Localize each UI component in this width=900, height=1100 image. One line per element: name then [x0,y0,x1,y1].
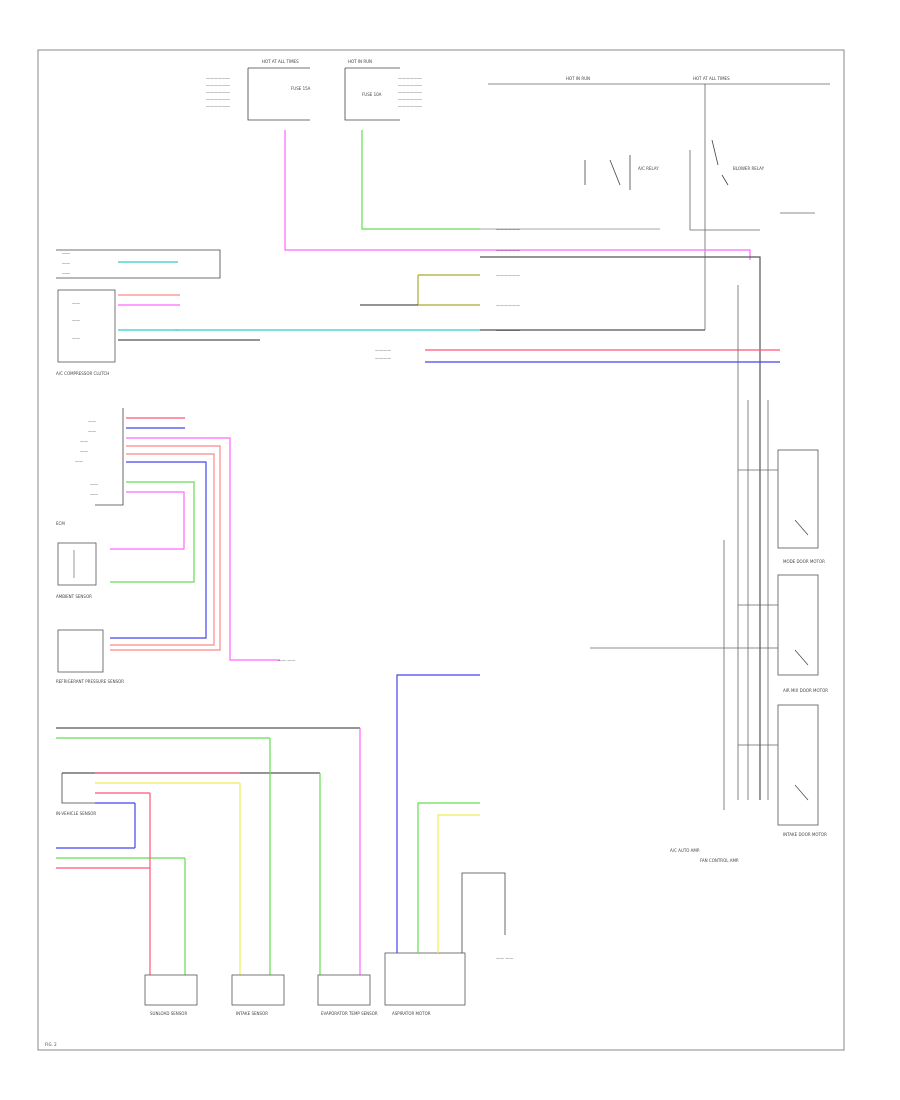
svg-text:——: —— [80,439,88,444]
svg-text:—— ——: —— —— [278,658,295,663]
svg-text:——: —— [72,318,80,323]
svg-text:——————: —————— [206,104,230,109]
ambient-sensor-box [57,542,97,586]
left-mid-connector: —— —— —— —— —— —— —— ECM [56,408,124,526]
left-top-block: —— —— —— —— —— —— A/C COMPRESSOR CLUTCH [56,249,260,376]
sensor-box-2: INTAKE SENSOR [231,974,285,1016]
svg-text:——————: —————— [398,97,422,102]
aspirator-label: ASPIRATOR MOTOR [392,1011,431,1016]
intake-sensor-label: INTAKE SENSOR [236,1011,268,1016]
figure-label: FIG. 2 [45,1042,57,1047]
fuse-label-1: FUSE 15A [291,86,311,91]
ac-relay-label: A/C RELAY [638,166,659,171]
wire-green-top [361,130,480,230]
top-right-bus: HOT IN RUN HOT AT ALL TIMES A/C RELAY BL… [488,76,830,330]
svg-text:——: —— [75,459,83,464]
blower-relay-label: BLOWER RELAY [733,166,765,171]
svg-text:——: —— [72,336,80,341]
wire-pink-top [284,130,751,260]
svg-text:——————: —————— [496,248,520,253]
wire-olive [417,275,480,306]
ac-comp-label: A/C COMPRESSOR CLUTCH [56,371,109,376]
auto-amp-label: A/C AUTO AMP. [670,848,700,853]
svg-text:——————: —————— [398,83,422,88]
svg-text:————: ———— [375,356,391,361]
diagram-frame [37,49,845,1051]
svg-text:——————: —————— [496,328,520,333]
svg-text:————: ———— [375,348,391,353]
ground-label: —— —— [496,956,513,961]
refrig-sensor-box [57,629,104,673]
svg-text:——: —— [88,419,96,424]
svg-text:——————: —————— [206,97,230,102]
wire-blue-mid [110,461,207,639]
wire-black-bus [480,256,761,800]
sensor-box-1: SUNLOAD SENSOR [144,974,198,1016]
hot-label-2: HOT IN RUN [348,59,372,64]
svg-text:——: —— [80,449,88,454]
right-switch-bank: MODE DOOR MOTOR AIR MIX DOOR MOTOR INTAK… [590,285,828,863]
fuse-block-top-left: HOT AT ALL TIMES —————— —————— —————— ——… [206,59,311,121]
svg-text:——————: —————— [398,104,422,109]
svg-text:——: —— [72,301,80,306]
air-mix-label: AIR MIX DOOR MOTOR [783,688,828,693]
svg-text:——————: —————— [496,303,520,308]
svg-text:——————: —————— [206,90,230,95]
svg-text:——: —— [90,482,98,487]
svg-text:——: —— [62,271,70,276]
svg-text:——————: —————— [496,273,520,278]
in-vehicle-label: IN-VEHICLE SENSOR [56,811,96,816]
svg-text:——: —— [88,429,96,434]
wire-blue-aspirator [396,674,480,953]
fuse-label-2: FUSE 10A [362,92,382,97]
svg-text:——: —— [62,261,70,266]
sunload-label: SUNLOAD SENSOR [150,1011,187,1016]
intake-motor-label: INTAKE DOOR MOTOR [783,832,827,837]
svg-text:——————: —————— [206,76,230,81]
wire-pinkred-mid [110,445,221,651]
fan-control-label: FAN CONTROL AMP. [700,858,739,863]
mode-motor-label: MODE DOOR MOTOR [783,559,825,564]
svg-text:——————: —————— [398,76,422,81]
wire-pink-mid [126,437,280,661]
evap-label: EVAPORATOR TEMP SENSOR [321,1011,378,1016]
ambient-label: AMBIENT SENSOR [56,594,92,599]
svg-text:——————: —————— [206,83,230,88]
svg-text:——: —— [62,251,70,256]
refrig-label: REFRIGERANT PRESSURE SENSOR [56,679,124,684]
svg-text:——————: —————— [496,227,520,232]
wire-green-mid [110,481,195,583]
svg-text:——: —— [90,492,98,497]
ecm-label: ECM [56,521,65,526]
svg-text:——————: —————— [398,90,422,95]
hot-label-3: HOT IN RUN [566,76,590,81]
fuse-block-top-mid: HOT IN RUN —————— —————— —————— —————— —… [344,59,422,121]
bottom-left-bus: IN-VEHICLE SENSOR [56,727,360,869]
hot-label-1: HOT AT ALL TIMES [262,59,299,64]
aspirator-motor: ASPIRATOR MOTOR —— —— [384,674,513,1016]
hot-label-4: HOT AT ALL TIMES [693,76,730,81]
sensor-box-3: EVAPORATOR TEMP SENSOR [317,974,378,1016]
